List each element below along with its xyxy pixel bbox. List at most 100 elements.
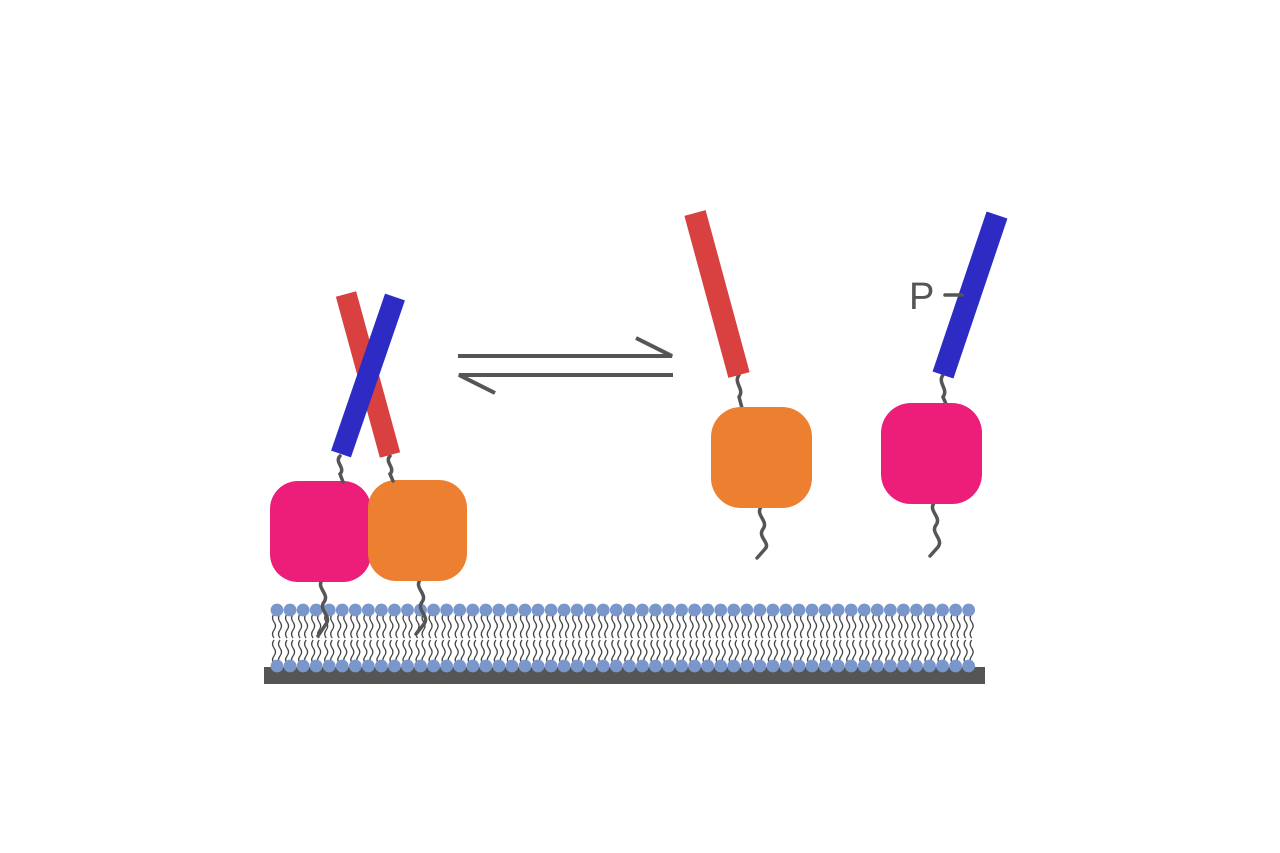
lipid-tail xyxy=(376,639,381,664)
lipid-tail xyxy=(924,639,929,664)
lipid-tail xyxy=(415,639,420,664)
lipid-tail xyxy=(611,613,616,639)
lipid-tail xyxy=(512,639,518,664)
membrane-bound-dimer xyxy=(270,291,467,638)
lipid-tail xyxy=(969,613,974,639)
lipid-headgroup xyxy=(440,603,454,617)
lipid-headgroup xyxy=(518,659,532,673)
lipid-tail xyxy=(624,613,629,639)
lipid-headgroup xyxy=(649,659,662,673)
lipid-headgroup xyxy=(883,659,897,673)
lipid-tail xyxy=(519,613,525,639)
lipid-tail xyxy=(363,613,368,639)
phospho-label: P xyxy=(909,276,934,318)
lipid-tail xyxy=(930,613,935,639)
lipid-tail xyxy=(402,613,407,639)
lipid-headgroup xyxy=(779,659,793,673)
lipid-headgroup xyxy=(949,603,962,617)
lipid-tail xyxy=(598,639,603,664)
lipid-tail xyxy=(819,639,825,664)
lipid-headgroup xyxy=(309,603,323,617)
lipid-tail xyxy=(839,639,844,664)
lipid-tail xyxy=(937,613,942,639)
lipid-headgroup xyxy=(792,603,806,617)
lipid-headgroup xyxy=(544,603,558,617)
lipid-tail xyxy=(728,613,733,639)
lipid-tail xyxy=(551,639,557,664)
lipid-tail xyxy=(434,639,439,664)
lipid-tail xyxy=(715,613,720,639)
lipid-headgroup xyxy=(662,659,675,673)
lipid-headgroup xyxy=(753,659,767,673)
lipid-tail xyxy=(885,639,890,664)
lipid-tail xyxy=(917,639,922,664)
lipid-tail xyxy=(812,613,818,639)
lipid-tail xyxy=(956,613,961,639)
lipid-tail xyxy=(376,613,381,639)
lipid-tail xyxy=(493,639,498,664)
lipid-tail xyxy=(806,613,812,639)
lipid-headgroups-upper xyxy=(270,603,976,617)
lipid-headgroup xyxy=(531,603,545,617)
lipid-tail xyxy=(773,613,779,639)
lipid-tail xyxy=(689,613,694,639)
lipid-headgroup xyxy=(714,603,728,617)
lipid-headgroup xyxy=(857,659,871,673)
lipid-headgroup xyxy=(557,603,571,617)
lipid-headgroup xyxy=(857,603,871,617)
lipid-tail xyxy=(734,639,739,664)
lipid-tail xyxy=(558,639,564,664)
lipid-tail xyxy=(878,639,883,664)
lipid-tail xyxy=(943,613,948,639)
lipid-headgroup xyxy=(844,603,858,617)
lipid-tail xyxy=(617,639,622,664)
lipid-tail xyxy=(780,639,786,664)
lipid-tail xyxy=(311,613,316,639)
lipid-tail xyxy=(819,613,825,639)
lipid-tail xyxy=(428,639,433,664)
blue-helix-linker xyxy=(336,454,345,484)
lipid-tail xyxy=(669,613,674,639)
lipid-tail xyxy=(434,613,439,639)
lipid-tail xyxy=(369,639,374,664)
lipid-tail xyxy=(760,613,765,639)
lipid-tail xyxy=(917,613,922,639)
lipid-headgroup xyxy=(910,659,923,673)
lipid-tail xyxy=(506,613,512,639)
lipid-tail xyxy=(715,639,720,664)
lipid-tail xyxy=(708,639,713,664)
lipid-tail xyxy=(271,613,277,639)
lipid-headgroup xyxy=(701,603,715,617)
lipid-tail xyxy=(943,639,948,664)
lipid-tail xyxy=(572,613,577,639)
lipid-headgroup xyxy=(296,659,310,673)
lipid-tail xyxy=(950,613,955,639)
lipid-tail xyxy=(525,639,531,664)
forward-arrow xyxy=(458,336,673,358)
red-helix-linker xyxy=(735,373,744,410)
lipid-tail xyxy=(454,613,459,639)
lipid-headgroup xyxy=(531,659,545,673)
lipid-tail xyxy=(493,613,498,639)
lipid-headgroup xyxy=(662,603,675,617)
lipid-tail xyxy=(538,639,544,664)
lipid-tail xyxy=(447,639,452,664)
lipid-tail xyxy=(911,639,916,664)
pink-membrane-anchor-linker xyxy=(316,578,330,638)
lipid-headgroup xyxy=(283,659,297,673)
lipid-tail xyxy=(311,639,316,664)
lipid-headgroup xyxy=(453,659,467,673)
lipid-tail xyxy=(663,613,668,639)
lipid-tail xyxy=(839,613,844,639)
lipid-tail xyxy=(369,613,374,639)
lipid-headgroup xyxy=(283,603,297,617)
lipid-tail xyxy=(799,613,805,639)
lipid-headgroup xyxy=(270,603,284,617)
lipid-tail xyxy=(271,639,277,664)
lipid-headgroup xyxy=(897,603,910,617)
lipid-tail xyxy=(421,639,426,664)
lipid-tail xyxy=(591,613,596,639)
lipid-tail xyxy=(350,639,355,664)
lipid-tail xyxy=(643,613,648,639)
